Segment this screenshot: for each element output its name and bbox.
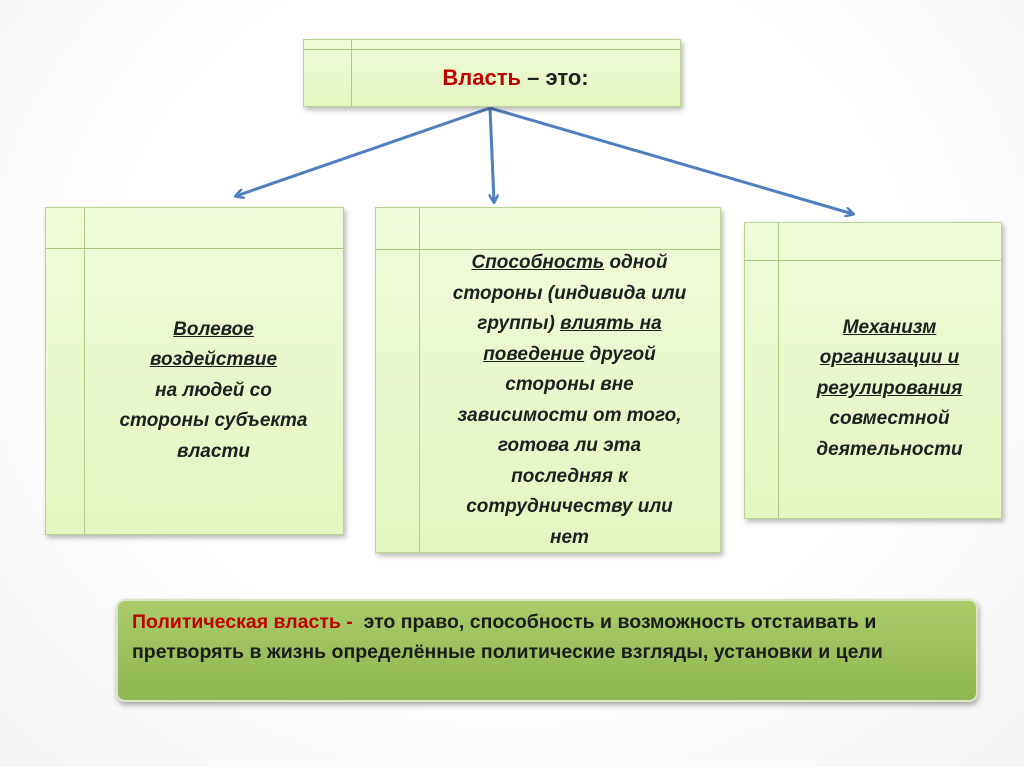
title-rest: – это: — [521, 64, 589, 90]
political-power-definition-box: Политическая власть - это право, способн… — [116, 599, 978, 702]
card-rule-vertical — [778, 223, 779, 518]
arrow-to-right — [489, 106, 853, 214]
center-line-1: Способность одной — [471, 252, 668, 273]
right-line-3: регулирования — [816, 377, 963, 399]
card-rule-horizontal — [304, 49, 680, 50]
title-word: Власть — [442, 64, 522, 90]
card-rule-vertical — [351, 40, 352, 106]
right-definition-text: Механизм организации и регулирования сов… — [778, 260, 1001, 518]
left-line-2: воздействие — [149, 349, 278, 371]
left-definition-card: Волевое воздействие на людей со стороны … — [45, 207, 344, 535]
card-rule-horizontal — [376, 249, 720, 250]
left-definition-text: Волевое воздействие на людей со стороны … — [84, 248, 343, 534]
card-rule-vertical — [419, 208, 420, 552]
arrow-to-center — [488, 107, 494, 202]
center-line-7: готова ли эта — [497, 435, 642, 456]
right-definition-card: Механизм организации и регулирования сов… — [744, 222, 1002, 519]
left-line-4: стороны субъекта — [119, 410, 308, 432]
card-rule-vertical — [84, 208, 85, 534]
card-rule-horizontal — [745, 260, 1001, 261]
left-line-5: власти — [177, 440, 250, 462]
title-text: Власть – это: — [351, 49, 680, 106]
center-line-5: стороны вне — [505, 374, 634, 395]
right-line-1: Механизм — [842, 316, 937, 338]
right-line-4: совместной — [829, 408, 950, 430]
center-line-10: нет — [550, 526, 589, 548]
political-power-definition-text: Политическая власть - это право, способн… — [132, 607, 964, 667]
center-definition-text: Способность одной стороны (индивида или … — [419, 249, 720, 552]
center-definition-card: Способность одной стороны (индивида или … — [375, 207, 721, 553]
center-line-6: зависимости от того, — [457, 404, 682, 426]
right-line-5: деятельности — [816, 438, 963, 460]
left-line-3: на людей со — [155, 379, 272, 401]
definition-body: это право, способность и возможность отс… — [132, 611, 883, 663]
center-line-4: поведение другой — [483, 343, 656, 365]
center-line-8: последняя к — [511, 465, 628, 487]
right-line-2: организации и — [819, 347, 960, 369]
definition-term: Политическая власть - — [132, 611, 353, 633]
center-line-9: сотрудничеству или — [466, 496, 673, 517]
center-line-2: стороны (индивида или — [452, 282, 687, 304]
card-rule-horizontal — [46, 248, 343, 249]
center-line-3: группы) влиять на — [477, 313, 662, 334]
arrow-to-left — [236, 106, 491, 196]
left-line-1: Волевое — [173, 318, 254, 340]
title-card: Власть – это: — [303, 39, 681, 107]
